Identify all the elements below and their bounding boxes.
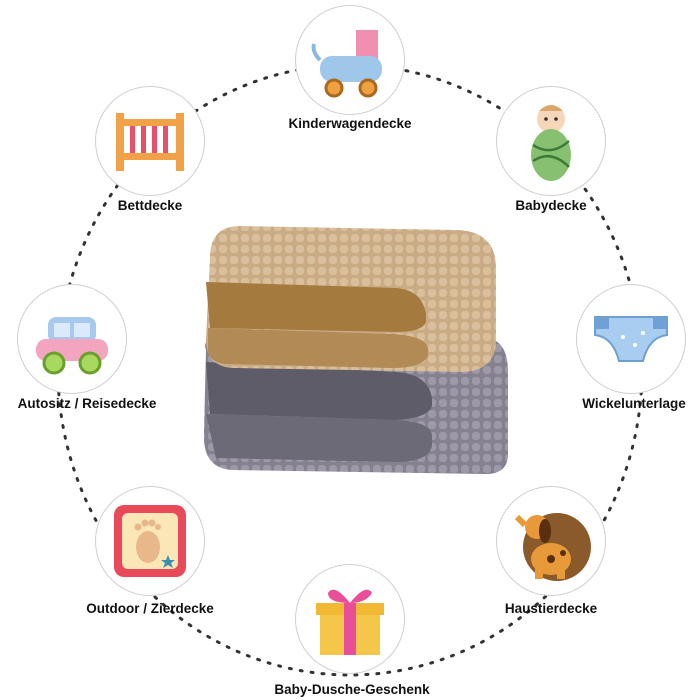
use-label-baby: Babydecke (515, 198, 587, 213)
dog-icon (514, 513, 591, 581)
car-node (17, 284, 127, 394)
crib-icon (116, 113, 184, 171)
gift-icon (316, 589, 384, 655)
diaper-node (576, 284, 686, 394)
diaper-icon (594, 316, 668, 362)
use-label-wickel: Wickelunterlage (582, 396, 686, 411)
swaddled-baby-icon (531, 105, 571, 181)
use-label-geschenk: Baby-Dusche-Geschenk (274, 682, 430, 697)
toy-car-icon (36, 317, 108, 375)
stroller-node (295, 5, 405, 115)
use-label-haustier: Haustierdecke (504, 601, 598, 616)
folded-blankets-image (203, 226, 508, 474)
footprint-node (95, 486, 205, 596)
stroller-icon (311, 30, 382, 98)
gift-node (295, 564, 405, 674)
crib-node (95, 86, 205, 196)
use-label-bett: Bettdecke (117, 198, 183, 213)
use-label-kinderwagen: Kinderwagendecke (288, 116, 412, 131)
use-label-auto: Autositz / Reisedecke (17, 396, 157, 411)
use-label-outdoor: Outdoor / Zierdecke (86, 601, 214, 616)
baby-footprint-icon (114, 505, 186, 577)
baby-node (496, 86, 606, 196)
dog-node (496, 486, 606, 596)
